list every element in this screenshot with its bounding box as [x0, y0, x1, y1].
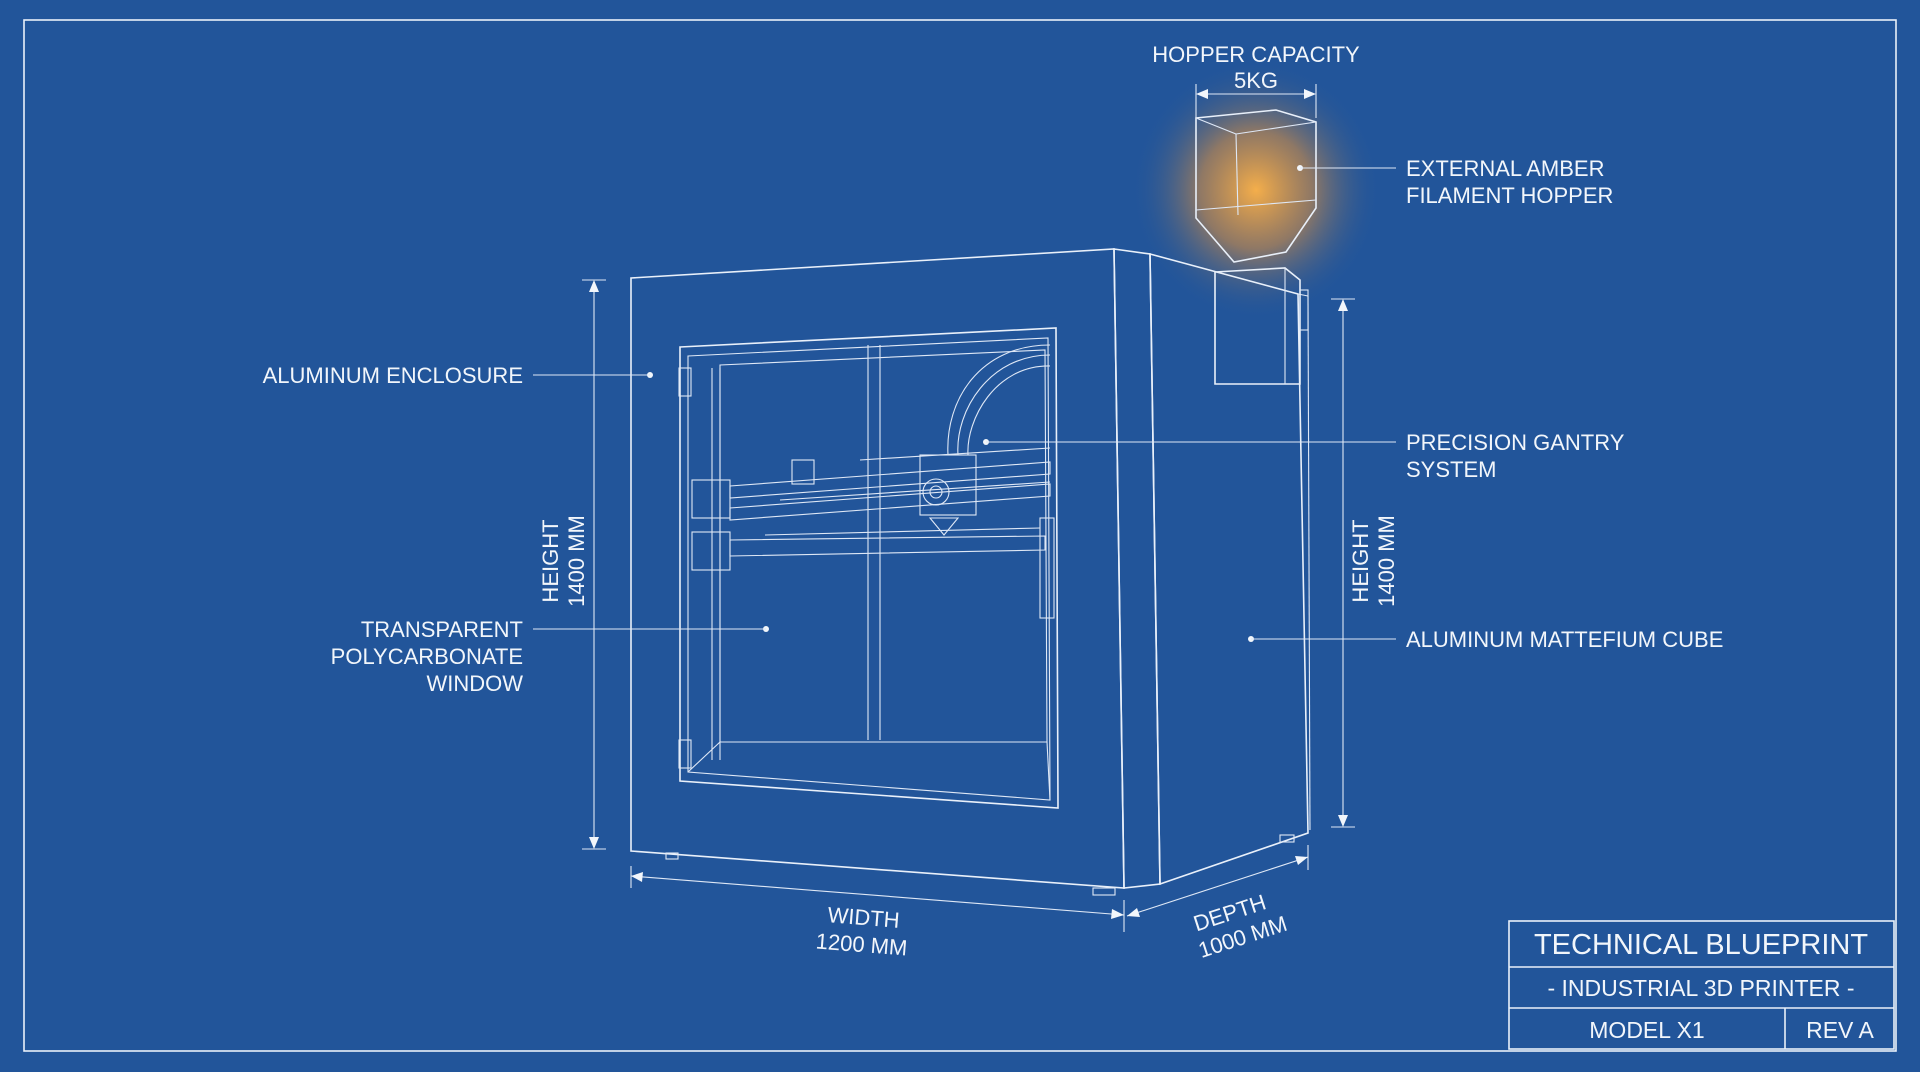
- depth-dimension: DEPTH 1000 MM: [1126, 845, 1309, 963]
- window-label-line1: TRANSPARENT: [361, 617, 523, 642]
- gantry-label-line2: SYSTEM: [1406, 457, 1496, 482]
- callout-hopper: EXTERNAL AMBER FILAMENT HOPPER: [1297, 156, 1613, 208]
- hopper-capacity-dimension: HOPPER CAPACITY 5KG: [1152, 42, 1360, 118]
- enclosure-label: ALUMINUM ENCLOSURE: [263, 363, 523, 388]
- height-dimension-right: HEIGHT 1400 MM: [1331, 298, 1399, 828]
- gantry-label-line1: PRECISION GANTRY: [1406, 430, 1625, 455]
- height-left-value: 1400 MM: [564, 515, 589, 607]
- title-block-title: TECHNICAL BLUEPRINT: [1534, 929, 1868, 961]
- height-right-label: HEIGHT: [1348, 519, 1373, 602]
- cube-label: ALUMINUM MATTEFIUM CUBE: [1406, 627, 1723, 652]
- hopper-capacity-value: 5KG: [1234, 68, 1278, 93]
- height-left-label: HEIGHT: [538, 519, 563, 602]
- width-label: WIDTH: [827, 902, 901, 933]
- hopper-label-line2: FILAMENT HOPPER: [1406, 183, 1613, 208]
- width-value: 1200 MM: [815, 928, 908, 960]
- callout-enclosure: ALUMINUM ENCLOSURE: [263, 363, 653, 388]
- title-block-subtitle: - INDUSTRIAL 3D PRINTER -: [1547, 975, 1854, 1001]
- title-block: TECHNICAL BLUEPRINT - INDUSTRIAL 3D PRIN…: [1508, 920, 1895, 1050]
- title-block-model: MODEL X1: [1589, 1017, 1704, 1043]
- height-right-value: 1400 MM: [1374, 515, 1399, 607]
- polycarbonate-window: [678, 327, 1059, 809]
- sheet-border: [23, 19, 1897, 1052]
- title-block-revision: REV A: [1806, 1017, 1874, 1043]
- printer-enclosure: [630, 248, 1311, 896]
- callout-window: TRANSPARENT POLYCARBONATE WINDOW: [331, 617, 769, 696]
- hopper-label-line1: EXTERNAL AMBER: [1406, 156, 1604, 181]
- hopper-capacity-label: HOPPER CAPACITY: [1152, 42, 1360, 67]
- window-label-line2: POLYCARBONATE: [331, 644, 523, 669]
- hopper-glow: [1131, 60, 1381, 320]
- height-dimension-left: HEIGHT 1400 MM: [538, 279, 606, 850]
- width-dimension: WIDTH 1200 MM: [630, 866, 1125, 961]
- gantry-system: [691, 344, 1051, 760]
- filament-hopper: [1195, 109, 1317, 385]
- callout-gantry: PRECISION GANTRY SYSTEM: [983, 430, 1625, 482]
- callout-cube: ALUMINUM MATTEFIUM CUBE: [1248, 627, 1723, 652]
- window-label-line3: WINDOW: [426, 671, 523, 696]
